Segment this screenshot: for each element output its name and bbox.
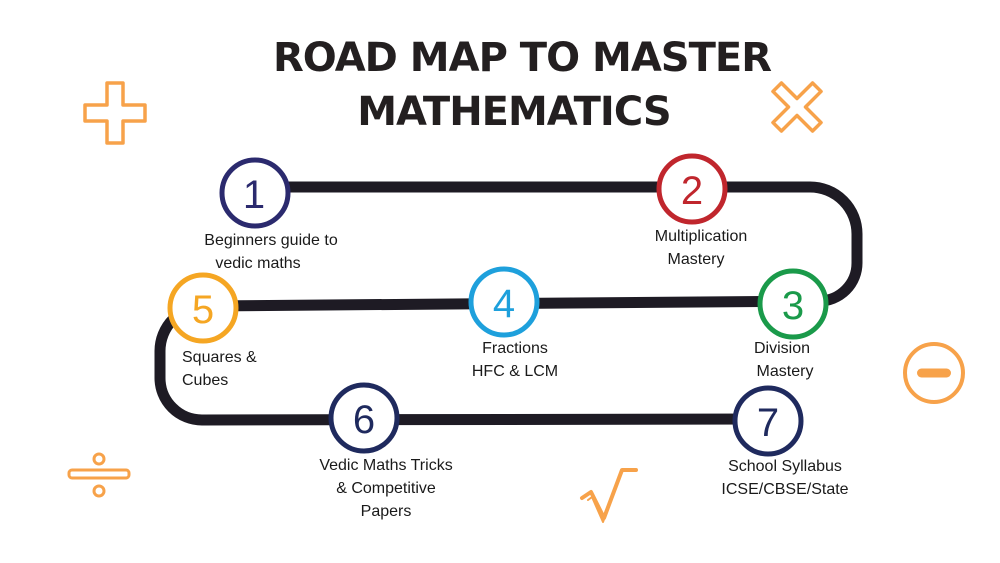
step-2-circle (656, 153, 728, 225)
step-3-circle (757, 268, 829, 340)
step-5-circle (167, 272, 239, 344)
step-6-label-line-3: Papers (360, 503, 412, 520)
step-6-circle (328, 382, 400, 454)
step-1-label: Beginners guide to vedic maths (186, 229, 356, 275)
divide-icon (67, 452, 131, 498)
step-7-label-line-2: ICSE/CBSE/State (721, 481, 849, 498)
step-4-label: Fractions HFC & LCM (460, 337, 570, 383)
step-3-label-line-2: Mastery (756, 363, 814, 380)
step-7-node: 7 (732, 385, 804, 457)
step-5-label: Squares & Cubes (182, 346, 282, 392)
times-icon (771, 81, 823, 133)
step-4-label-line-1: Fractions (482, 340, 548, 357)
step-3-number: 3 (782, 284, 804, 328)
title-line-1: ROAD MAP TO MASTER (272, 35, 772, 81)
step-4-circle (468, 266, 540, 338)
step-7-label: School Syllabus ICSE/CBSE/State (710, 455, 860, 501)
step-2-label: Multiplication Mastery (636, 225, 766, 271)
title-line-2: MATHEMATICS (357, 89, 671, 135)
step-2-label-line-2: Mastery (667, 251, 725, 268)
step-5-label-line-2: Cubes (182, 372, 229, 389)
step-6-label: Vedic Maths Tricks & Competitive Papers (296, 454, 476, 523)
step-2-label-line-1: Multiplication (654, 228, 748, 245)
step-4-label-line-2: HFC & LCM (471, 363, 559, 380)
square-root-icon (580, 468, 638, 523)
step-1-circle (219, 157, 291, 229)
plus-icon (83, 81, 147, 145)
step-1-label-line-2: vedic maths (215, 255, 301, 272)
step-4-node: 4 (468, 266, 540, 338)
step-1-label-line-1: Beginners guide to (204, 232, 338, 249)
step-6-number: 6 (353, 398, 375, 442)
step-3-label-line-1: Division (753, 340, 810, 357)
step-7-label-line-1: School Syllabus (728, 458, 842, 475)
step-4-number: 4 (493, 282, 515, 326)
step-3-label: Division Mastery (735, 337, 835, 383)
step-1-node: 1 (219, 157, 291, 229)
step-5-label-line-1: Squares & (182, 349, 257, 366)
step-6-node: 6 (328, 382, 400, 454)
step-7-number: 7 (757, 401, 779, 445)
step-6-label-line-2: & Competitive (336, 480, 436, 497)
step-5-node: 5 (167, 272, 239, 344)
step-2-number: 2 (681, 169, 703, 213)
step-7-circle (732, 385, 804, 457)
step-3-node: 3 (757, 268, 829, 340)
step-6-label-line-1: Vedic Maths Tricks (319, 457, 453, 474)
step-2-node: 2 (656, 153, 728, 225)
step-5-number: 5 (192, 288, 214, 332)
minus-icon (903, 342, 965, 404)
step-1-number: 1 (243, 173, 265, 217)
